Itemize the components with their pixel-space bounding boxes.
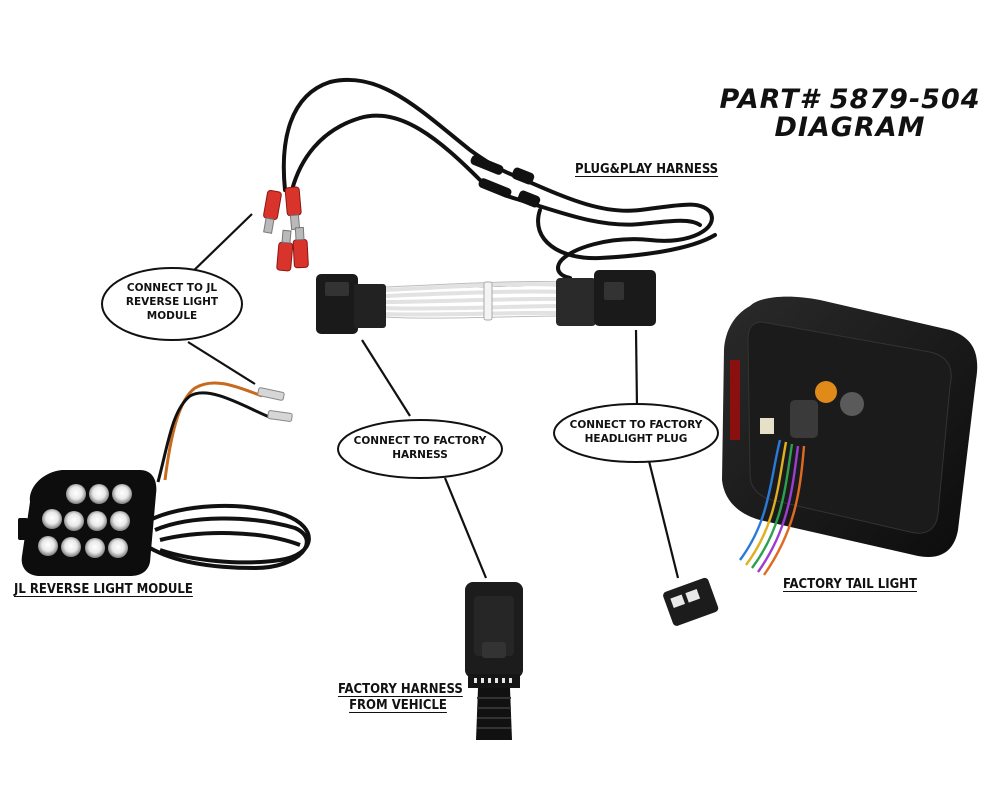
led-array bbox=[38, 484, 132, 558]
red-spade-terminals bbox=[263, 186, 309, 272]
label-plug-play-harness: PLUG&PLAY HARNESS bbox=[575, 162, 719, 177]
pointer-jl-to-spades bbox=[185, 213, 253, 279]
pointer-headlight-to-plug bbox=[634, 329, 639, 409]
pointer-harness-to-factory bbox=[443, 477, 488, 579]
callout-connect-jl: CONNECT TO JL REVERSE LIGHT MODULE bbox=[102, 281, 242, 323]
label-factory-harness-from-vehicle: FACTORY HARNESS FROM VEHICLE bbox=[338, 682, 463, 714]
label-factory-tail-light: FACTORY TAIL LIGHT bbox=[783, 577, 917, 592]
callout-connect-jl-shape bbox=[101, 267, 243, 341]
title-line-1: PART# 5879-504 bbox=[719, 84, 981, 115]
factory-harness-connector bbox=[465, 582, 523, 740]
callout-bubbles bbox=[101, 267, 719, 479]
pointer-lines bbox=[185, 213, 680, 579]
callout-connect-jl-line-1: CONNECT TO JL bbox=[126, 282, 218, 294]
callout-connect-headlight-plug: CONNECT TO FACTORY HEADLIGHT PLUG bbox=[554, 418, 718, 446]
plug-play-wires bbox=[281, 77, 717, 280]
title-line-2: DIAGRAM bbox=[774, 112, 926, 143]
callout-connect-factory-harness: CONNECT TO FACTORY HARNESS bbox=[338, 434, 502, 462]
callout-connect-jl-line-3: MODULE bbox=[146, 310, 198, 322]
callout-connect-headlight-shape bbox=[553, 403, 719, 463]
diagram-title: PART# 5879-504 DIAGRAM bbox=[715, 86, 985, 142]
label-factory-harness-line-1: FACTORY HARNESS bbox=[338, 682, 463, 697]
inline-splice-connectors bbox=[470, 155, 541, 208]
pointer-headlight-to-tail bbox=[646, 456, 680, 579]
plug-play-harness-body bbox=[316, 270, 656, 334]
label-factory-harness-line-2: FROM VEHICLE bbox=[349, 698, 447, 713]
callout-connect-jl-line-2: REVERSE LIGHT bbox=[125, 296, 219, 308]
pointer-harness-to-plug bbox=[361, 339, 411, 417]
label-jl-reverse-light-module: JL REVERSE LIGHT MODULE bbox=[14, 582, 193, 597]
callout-connect-headlight-line-1: CONNECT TO FACTORY bbox=[569, 419, 703, 431]
callout-connect-factory-harness-line-1: CONNECT TO FACTORY bbox=[353, 435, 487, 447]
callout-connect-factory-harness-shape bbox=[337, 419, 503, 479]
factory-tail-light bbox=[663, 296, 978, 626]
jl-reverse-light-module bbox=[18, 381, 311, 576]
callout-connect-headlight-line-2: HEADLIGHT PLUG bbox=[584, 433, 688, 445]
module-bullet-terminals bbox=[257, 387, 293, 422]
pointer-jl-to-module-terminals bbox=[187, 341, 256, 385]
callout-connect-factory-harness-line-2: HARNESS bbox=[392, 449, 448, 461]
